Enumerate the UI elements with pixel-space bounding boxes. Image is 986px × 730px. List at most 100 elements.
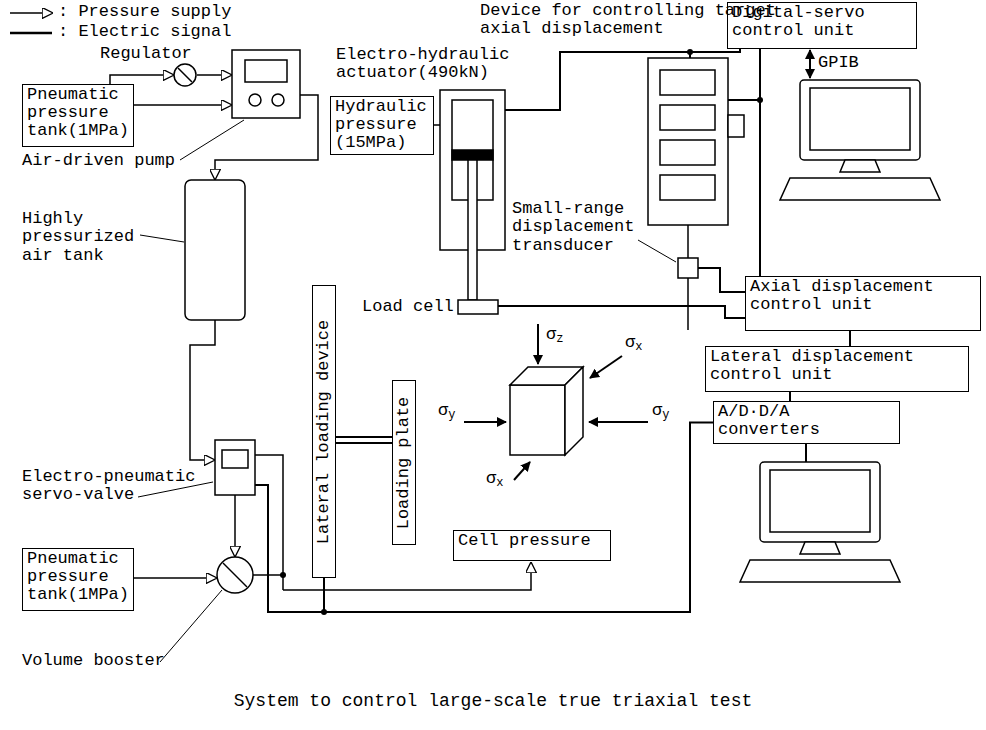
pressure-line <box>110 75 173 84</box>
converter-box: A/D·D/A converters <box>713 401 900 444</box>
stress-symbol: σx <box>625 334 642 354</box>
electric-wire <box>698 268 745 292</box>
air-tank <box>185 180 245 320</box>
specimen-cube <box>510 385 565 455</box>
axial-displacement-device <box>660 140 715 165</box>
stress-symbol: σz <box>546 326 563 346</box>
stress-symbol: σx <box>486 470 503 490</box>
leader-line <box>138 120 676 662</box>
loading-plate-box: Loading plate <box>392 380 416 545</box>
legend-text: : Electric signal <box>58 22 231 41</box>
junction-dot <box>687 49 693 55</box>
computer-icon <box>810 88 910 150</box>
junction-dot <box>280 572 286 578</box>
loading-rod <box>336 436 392 444</box>
part-label: Small-range displacement transducer <box>512 200 642 255</box>
leader-line <box>638 240 676 262</box>
pressure-line <box>134 104 231 106</box>
pressure-tank-box: Pneumatic pressure tank(1MPa) <box>22 548 134 611</box>
air-driven-pump <box>232 50 300 118</box>
electric-wire <box>728 99 760 101</box>
computer-icon <box>840 160 880 172</box>
air-driven-pump <box>249 94 261 106</box>
stress-arrow <box>514 462 530 480</box>
stress-arrow <box>590 356 622 378</box>
air-driven-pump <box>272 94 284 106</box>
leader-line <box>140 235 184 242</box>
cell-pressure-box: Cell pressure <box>453 530 611 561</box>
computer-icon <box>780 178 940 200</box>
loading-device-box: Lateral loading device <box>312 285 336 578</box>
stress-symbol: σy <box>438 402 455 422</box>
box-text: Hydraulic pressure (15MPa) <box>335 98 429 152</box>
volume-booster <box>217 557 253 593</box>
box-text: Loading plate <box>395 396 413 529</box>
part-label: Electro-pneumatic servo-valve <box>22 468 202 505</box>
computer-icon <box>770 470 870 532</box>
electric-wire <box>255 48 806 612</box>
part-label: Regulator <box>100 45 192 63</box>
specimen-cube <box>510 367 583 455</box>
box-text: A/D·D/A converters <box>718 403 895 439</box>
box-text: Cell pressure <box>458 532 606 550</box>
loading-rod-inner <box>336 438 392 442</box>
regulator-symbol <box>174 64 196 86</box>
stress-arrow <box>809 50 811 78</box>
electric-wire <box>805 444 807 462</box>
air-tank <box>185 180 245 320</box>
load-cell <box>458 300 498 314</box>
displacement-transducer <box>678 258 698 278</box>
stress-symbol: σy <box>652 402 669 422</box>
control-unit-box: Axial displacement control unit <box>745 276 981 331</box>
electro-hydraulic-actuator <box>440 90 505 300</box>
stress-arrow <box>589 421 648 423</box>
regulator-symbol <box>174 64 196 86</box>
legend-entry: : Pressure supply <box>58 3 231 22</box>
signal-wire <box>849 331 851 346</box>
leader-line <box>160 590 222 662</box>
displacement-transducer <box>678 258 698 278</box>
box-text: Axial displacement control unit <box>750 278 976 314</box>
junction-dot <box>280 49 763 615</box>
axial-displacement-device <box>648 58 744 330</box>
axial-displacement-device <box>660 70 715 95</box>
legend-sample <box>10 12 52 14</box>
electro-hydraulic-actuator <box>452 150 493 160</box>
specimen-cube <box>565 367 583 455</box>
load-cell <box>458 300 498 314</box>
air-driven-pump <box>245 60 287 82</box>
axial-displacement-device <box>660 175 715 200</box>
electro-hydraulic-actuator <box>468 160 477 300</box>
legend-entry: : Electric signal <box>58 23 231 42</box>
part-label: Air-driven pump <box>22 152 175 170</box>
servo-valve <box>222 450 248 468</box>
part-label: Load cell <box>362 298 454 316</box>
computer-icon <box>800 542 840 554</box>
control-unit-box: Lateral displacement control unit <box>705 346 969 392</box>
volume-booster <box>217 557 253 593</box>
part-label: GPIB <box>818 54 859 72</box>
pressure-line <box>190 320 215 460</box>
legend-sample <box>10 32 52 35</box>
part-label: Device for controlling target axial disp… <box>480 2 780 39</box>
part-label: Electro-hydraulic actuator(490kN) <box>336 46 536 83</box>
computer-icon <box>740 80 940 582</box>
signal-wire <box>324 423 713 613</box>
box-text: Pneumatic pressure tank(1MPa) <box>27 550 129 604</box>
servo-valve <box>215 440 255 495</box>
signal-wire <box>789 392 791 401</box>
part-label: Highly pressurized air tank <box>22 210 147 265</box>
axial-displacement-device <box>687 225 689 258</box>
computer-icon <box>800 80 920 160</box>
signal-wire <box>759 49 761 276</box>
stress-arrow <box>537 324 539 364</box>
axial-displacement-device <box>660 105 715 130</box>
servo-valve <box>215 440 255 495</box>
stress-arrow <box>464 421 506 423</box>
pressure-line <box>197 74 231 76</box>
part-label: Volume booster <box>22 652 165 670</box>
pressure-tank-box: Pneumatic pressure tank(1MPa) <box>22 84 134 147</box>
pressure-line <box>134 577 216 579</box>
box-text: Pneumatic pressure tank(1MPa) <box>27 86 129 140</box>
volume-booster <box>223 563 247 587</box>
